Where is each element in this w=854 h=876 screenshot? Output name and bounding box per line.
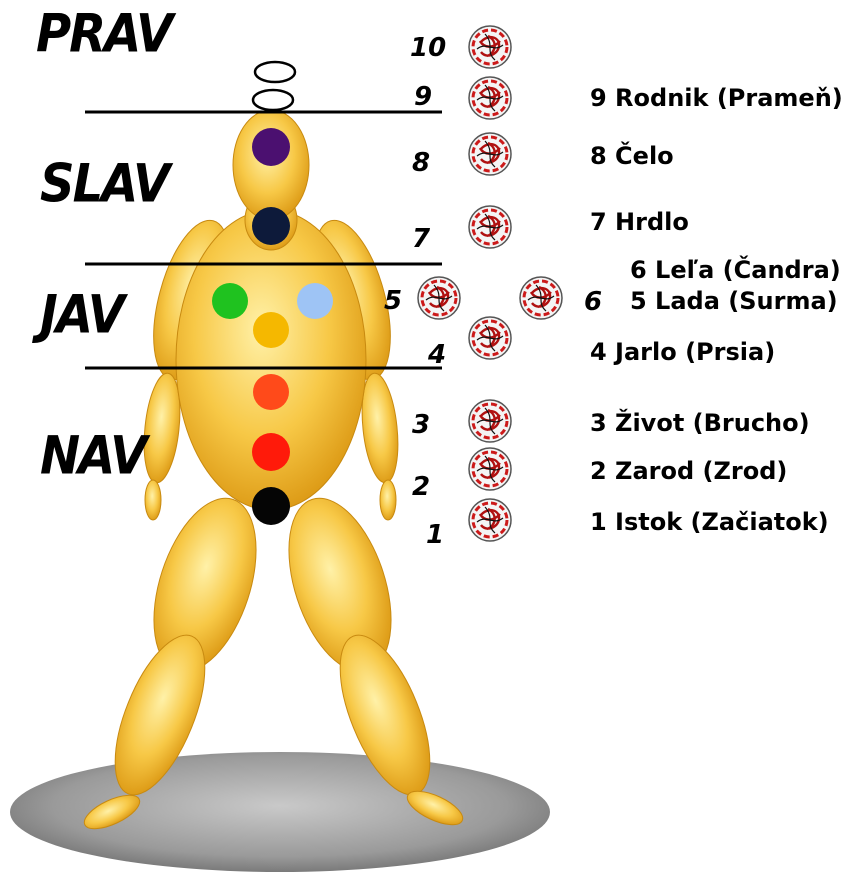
kolovrat-icon	[469, 317, 511, 359]
chakra-label-3: 3 Život (Brucho)	[590, 409, 810, 437]
realm-label-prav: PRAV	[36, 3, 171, 65]
chakra-dot-5	[212, 283, 248, 319]
kolovrat-icon	[418, 277, 460, 319]
kolovrat-icon	[469, 400, 511, 442]
kolovrat-icon	[469, 448, 511, 490]
realm-label-jav: JAV	[40, 284, 123, 346]
chakra-dot-7	[252, 207, 290, 245]
chakra-label-8: 8 Čelo	[590, 142, 674, 170]
chakra-label-4: 4 Jarlo (Prsia)	[590, 338, 775, 366]
chakra-number-7: 7	[412, 224, 430, 254]
halo-ring-icon	[255, 62, 295, 82]
halo-ring-icon	[253, 90, 293, 110]
chakra-label-9: 9 Rodnik (Prameň)	[590, 84, 843, 112]
chakra-dot-6	[297, 283, 333, 319]
chakra-dot-1	[252, 487, 290, 525]
realm-label-nav: NAV	[40, 425, 145, 487]
chakra-label-6: 6 Leľa (Čandra)	[630, 256, 841, 284]
chakra-number-2: 2	[412, 472, 430, 502]
realm-label-slav: SLAV	[40, 153, 168, 215]
chakra-number-9: 9	[414, 82, 432, 112]
chakra-number-8: 8	[412, 148, 430, 178]
chakra-label-2: 2 Zarod (Zrod)	[590, 457, 787, 485]
chakra-number-4: 4	[428, 340, 446, 370]
kolovrat-icon	[469, 77, 511, 119]
kolovrat-icon	[469, 206, 511, 248]
chakra-label-7: 7 Hrdlo	[590, 208, 689, 236]
kolovrat-icon	[520, 277, 562, 319]
left-hand	[145, 480, 161, 520]
kolovrat-icon	[469, 26, 511, 68]
kolovrat-icon	[469, 133, 511, 175]
chakra-number-5: 5	[384, 286, 402, 316]
chakra-label-5: 5 Lada (Surma)	[630, 287, 838, 315]
chakra-number-6: 6	[584, 287, 602, 317]
chakra-number-3: 3	[412, 410, 430, 440]
chakra-dot-3	[253, 374, 289, 410]
kolovrat-icon	[469, 499, 511, 541]
chakra-dot-2	[252, 433, 290, 471]
right-hand	[380, 480, 396, 520]
chakra-number-1: 1	[426, 520, 444, 550]
chakra-dot-8	[252, 128, 290, 166]
chakra-number-10: 10	[410, 33, 446, 63]
chakra-label-1: 1 Istok (Začiatok)	[590, 508, 829, 536]
chakra-dot-4	[253, 312, 289, 348]
